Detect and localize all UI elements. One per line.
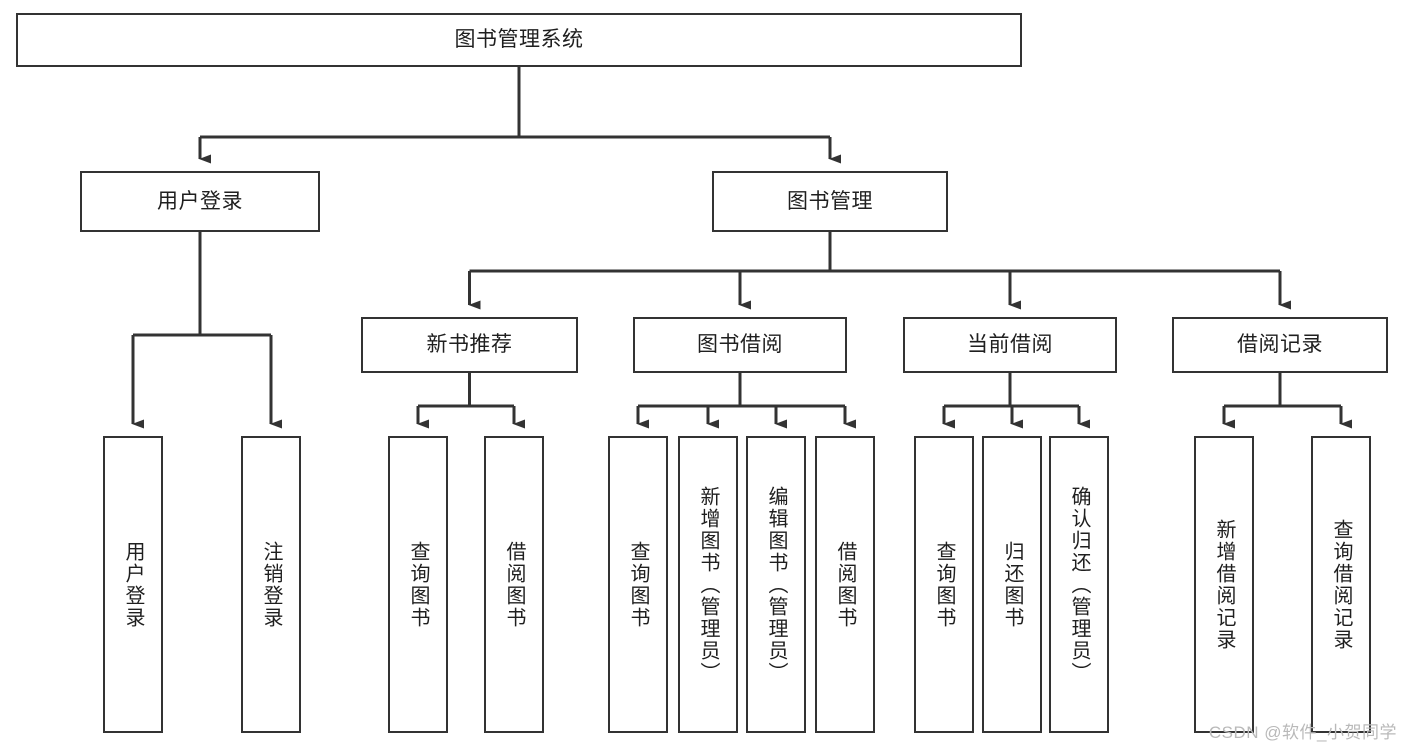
node-label: 当前借阅 bbox=[967, 333, 1053, 357]
node-book-borrow[interactable]: 图书借阅 bbox=[633, 317, 847, 373]
node-book-manage[interactable]: 图书管理 bbox=[712, 171, 948, 232]
node-label: 注销登录 bbox=[260, 540, 282, 629]
node-label: 借阅记录 bbox=[1237, 333, 1323, 357]
node-leaf-edit-book-admin[interactable]: 编辑图书（管理员） bbox=[746, 436, 806, 733]
node-user-login[interactable]: 用户登录 bbox=[80, 171, 320, 232]
node-leaf-query-borrow-record[interactable]: 查询借阅记录 bbox=[1311, 436, 1371, 733]
node-label: 新增借阅记录 bbox=[1213, 518, 1235, 651]
node-label: 借阅图书 bbox=[834, 540, 856, 629]
node-leaf-add-book-admin[interactable]: 新增图书（管理员） bbox=[678, 436, 738, 733]
node-label: 归还图书 bbox=[1001, 540, 1023, 629]
node-leaf-query-book-2[interactable]: 查询图书 bbox=[608, 436, 668, 733]
node-label: 借阅图书 bbox=[503, 540, 525, 629]
node-leaf-logout[interactable]: 注销登录 bbox=[241, 436, 301, 733]
node-label: 编辑图书（管理员） bbox=[765, 485, 787, 684]
node-leaf-query-book-3[interactable]: 查询图书 bbox=[914, 436, 974, 733]
node-leaf-query-book-1[interactable]: 查询图书 bbox=[388, 436, 448, 733]
connector-group bbox=[131, 67, 1352, 429]
node-label: 确认归还（管理员） bbox=[1068, 485, 1090, 684]
node-label: 新书推荐 bbox=[426, 333, 513, 357]
node-label: 查询图书 bbox=[407, 540, 429, 629]
node-current-borrow[interactable]: 当前借阅 bbox=[903, 317, 1117, 373]
node-label: 用户登录 bbox=[122, 540, 144, 629]
node-leaf-return-book[interactable]: 归还图书 bbox=[982, 436, 1042, 733]
node-label: 图书管理系统 bbox=[454, 28, 584, 52]
node-label: 新增图书（管理员） bbox=[697, 485, 719, 684]
node-label: 用户登录 bbox=[157, 189, 243, 213]
node-label: 查询图书 bbox=[627, 540, 649, 629]
node-leaf-add-borrow-record[interactable]: 新增借阅记录 bbox=[1194, 436, 1254, 733]
node-new-book-recommend[interactable]: 新书推荐 bbox=[361, 317, 578, 373]
node-label: 图书借阅 bbox=[697, 333, 783, 357]
node-leaf-borrow-book-2[interactable]: 借阅图书 bbox=[815, 436, 875, 733]
node-leaf-borrow-book-1[interactable]: 借阅图书 bbox=[484, 436, 544, 733]
node-label: 查询图书 bbox=[933, 540, 955, 629]
node-leaf-confirm-return-admin[interactable]: 确认归还（管理员） bbox=[1049, 436, 1109, 733]
node-label: 图书管理 bbox=[787, 189, 873, 213]
node-leaf-user-login[interactable]: 用户登录 bbox=[103, 436, 163, 733]
node-root[interactable]: 图书管理系统 bbox=[16, 13, 1022, 67]
node-borrow-record[interactable]: 借阅记录 bbox=[1172, 317, 1388, 373]
node-label: 查询借阅记录 bbox=[1330, 518, 1352, 651]
